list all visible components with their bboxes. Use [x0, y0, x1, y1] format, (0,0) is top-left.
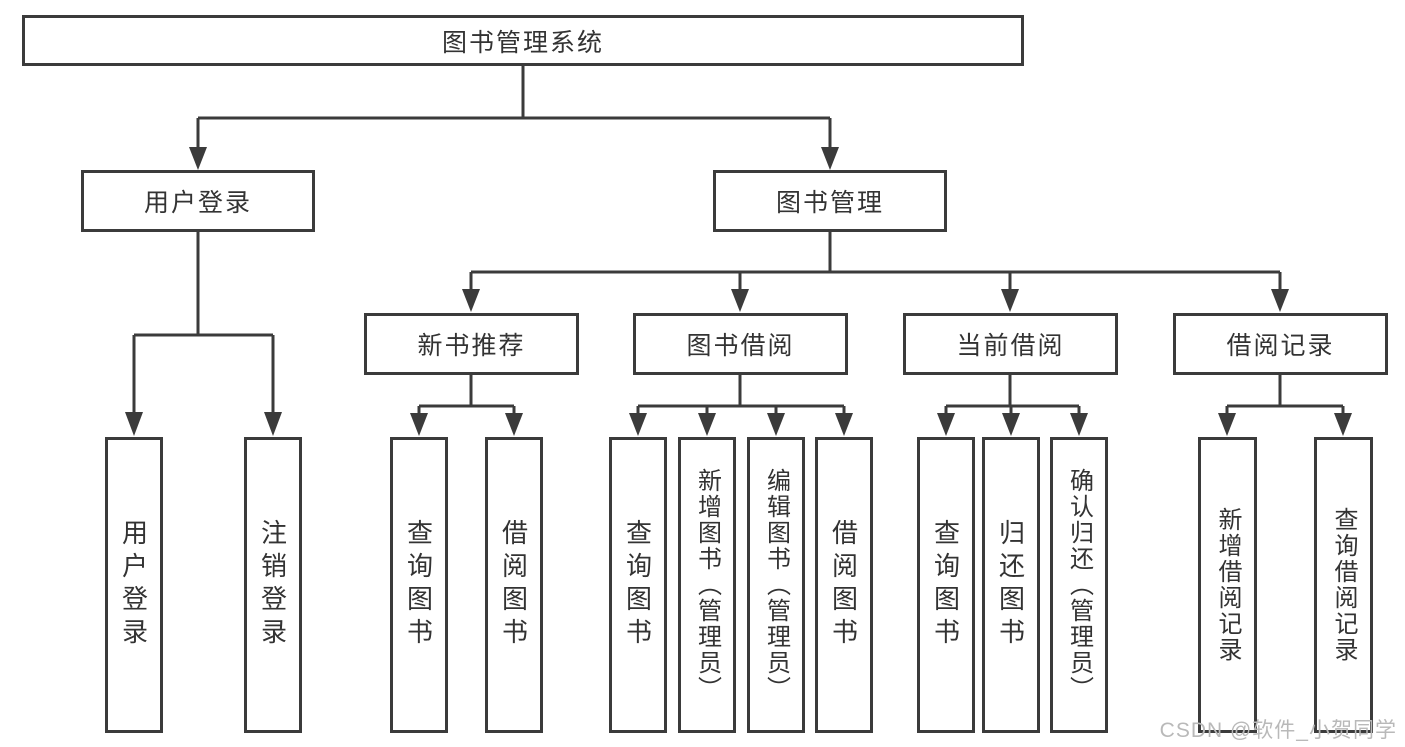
- leaf-user-login: 用户登录: [105, 437, 163, 733]
- node-root-system: 图书管理系统: [22, 15, 1024, 66]
- node-current-borrowing: 当前借阅: [903, 313, 1118, 375]
- leaf-borrowing-query-books: 查询图书: [609, 437, 667, 733]
- node-label: 查询图书: [403, 519, 434, 651]
- node-label: 用户登录: [118, 519, 149, 651]
- node-label: 新书推荐: [417, 332, 526, 360]
- leaf-borrowing-borrow-books: 借阅图书: [815, 437, 873, 733]
- leaf-logout: 注销登录: [244, 437, 302, 733]
- leaf-records-add-record: 新增借阅记录: [1198, 437, 1257, 733]
- node-label: 确认归还（管理员）: [1065, 468, 1093, 702]
- node-label: 注销登录: [257, 519, 288, 651]
- leaf-recommend-query-books: 查询图书: [390, 437, 448, 733]
- node-label: 借阅图书: [498, 519, 529, 651]
- leaf-borrowing-edit-books-admin: 编辑图书（管理员）: [747, 437, 805, 733]
- leaf-current-confirm-return-admin: 确认归还（管理员）: [1050, 437, 1108, 733]
- leaf-current-query-books: 查询图书: [917, 437, 975, 733]
- node-book-management: 图书管理: [713, 170, 947, 232]
- node-label: 查询图书: [622, 519, 653, 651]
- leaf-records-query-record: 查询借阅记录: [1314, 437, 1373, 733]
- leaf-recommend-borrow-books: 借阅图书: [485, 437, 543, 733]
- node-label: 用户登录: [143, 189, 252, 217]
- node-label: 借阅图书: [828, 519, 859, 651]
- node-label: 编辑图书（管理员）: [762, 468, 790, 702]
- node-label: 新增图书（管理员）: [693, 468, 721, 702]
- node-label: 新增借阅记录: [1214, 507, 1241, 663]
- leaf-current-return-books: 归还图书: [982, 437, 1040, 733]
- node-label: 借阅记录: [1226, 332, 1335, 360]
- node-user-login: 用户登录: [81, 170, 315, 232]
- node-book-borrowing: 图书借阅: [633, 313, 848, 375]
- leaf-borrowing-add-books-admin: 新增图书（管理员）: [678, 437, 736, 733]
- node-new-book-recommend: 新书推荐: [364, 313, 579, 375]
- arrowheads: [125, 147, 1352, 436]
- node-label: 归还图书: [995, 519, 1026, 651]
- node-label: 图书管理: [775, 189, 884, 217]
- node-label: 查询图书: [930, 519, 961, 651]
- node-label: 查询借阅记录: [1330, 507, 1357, 663]
- node-borrowing-records: 借阅记录: [1173, 313, 1388, 375]
- node-label: 当前借阅: [956, 332, 1065, 360]
- watermark-text: CSDN @软件_小贺同学: [1159, 719, 1397, 742]
- node-label: 图书借阅: [686, 332, 795, 360]
- node-label: 图书管理系统: [441, 28, 604, 57]
